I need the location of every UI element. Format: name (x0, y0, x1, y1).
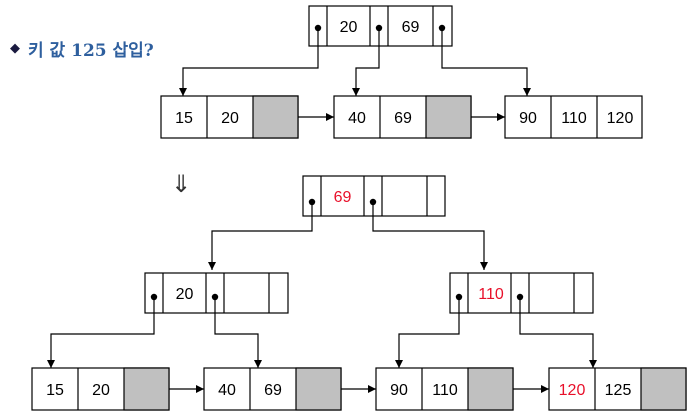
pointer-arrow (352, 28, 380, 96)
pointer-arrow (214, 297, 262, 368)
pointer-arrow (441, 28, 531, 96)
after-root-node: 69 (302, 175, 446, 217)
after-internal-key: 110 (478, 286, 504, 303)
before-leaf-key: 120 (607, 110, 634, 127)
before-leaf-node: 15 20 (160, 95, 299, 139)
page-title: ◆ 키 값 125 삽입? (10, 36, 154, 61)
before-root-key: 20 (340, 19, 358, 36)
pointer-arrow (395, 297, 460, 368)
after-leaf-node: 90 110 (375, 367, 514, 411)
before-root-pointers (179, 28, 531, 96)
before-leaf-key: 40 (348, 110, 366, 127)
after-leaf-key: 125 (605, 382, 632, 399)
before-leaf-key: 20 (221, 110, 239, 127)
before-leaf-node: 40 69 (333, 95, 472, 139)
before-leaf-key: 90 (519, 110, 537, 127)
pointer-arrow (179, 28, 319, 96)
pointer-arrow (208, 202, 313, 270)
before-root-key: 69 (402, 19, 420, 36)
after-leaf-key: 40 (218, 382, 236, 399)
after-internal-key: 20 (176, 286, 194, 303)
before-leaf-key: 15 (175, 110, 193, 127)
pointer-arrow (47, 297, 155, 368)
before-root-node: 20 69 (308, 5, 453, 47)
after-leaf-key: 90 (390, 382, 408, 399)
after-internal-node-right: 110 (449, 272, 594, 314)
after-leaf-node: 120 125 (548, 367, 687, 411)
after-leaf-node: 40 69 (203, 367, 342, 411)
after-leaf-key: 15 (46, 382, 64, 399)
after-internal-node-left: 20 (144, 272, 289, 314)
after-leaf-key: 110 (432, 382, 458, 399)
after-leaf-key: 120 (559, 382, 586, 399)
after-root-key: 69 (334, 189, 352, 206)
title-text: 키 값 125 삽입? (28, 40, 154, 61)
after-leaf-key: 69 (264, 382, 282, 399)
after-internal-pointers (47, 297, 597, 368)
before-leaf-key: 69 (394, 110, 412, 127)
after-root-pointers (208, 202, 488, 270)
diamond-bullet-icon: ◆ (10, 40, 20, 56)
pointer-arrow (519, 297, 597, 368)
before-leaf-key: 110 (561, 110, 587, 127)
double-down-arrow-icon: ⇓ (171, 170, 192, 198)
after-leaf-key: 20 (92, 382, 110, 399)
pointer-arrow (372, 202, 488, 270)
before-leaf-node: 90 110 120 (504, 95, 643, 139)
after-leaf-node: 15 20 (31, 367, 170, 411)
